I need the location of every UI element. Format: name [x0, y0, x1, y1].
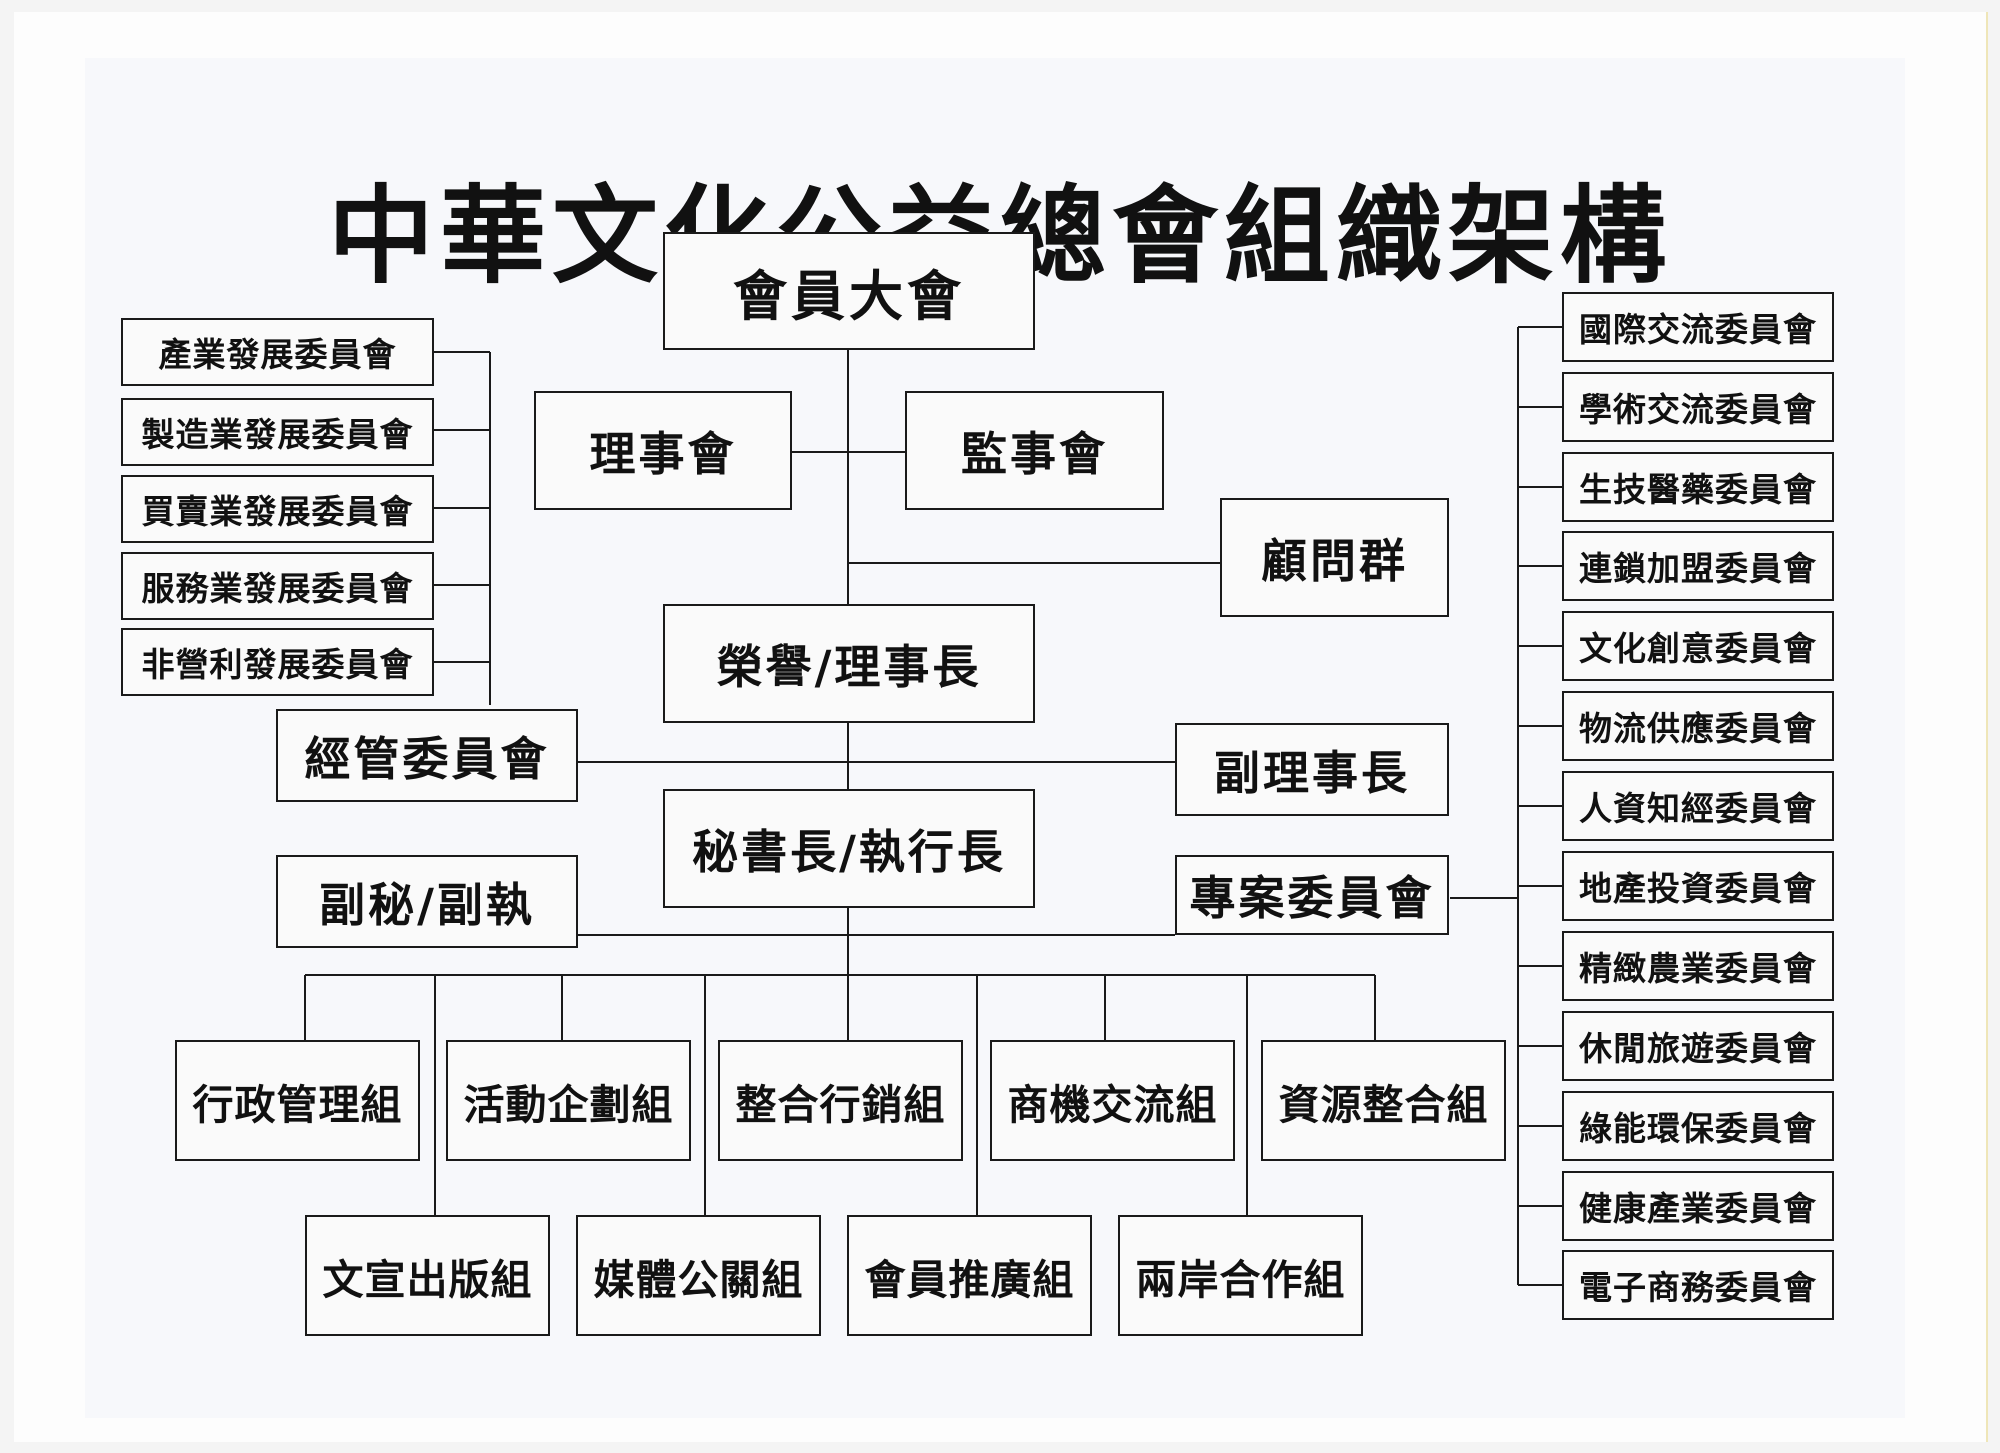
right-committee-box: 連鎖加盟委員會: [1562, 531, 1834, 601]
vice-chairman-box: 副理事長: [1175, 723, 1449, 816]
left-committee-box: 非營利發展委員會: [121, 628, 434, 696]
group-box: 行政管理組: [175, 1040, 420, 1161]
group-box: 文宣出版組: [305, 1215, 550, 1336]
right-committee-box: 休閒旅遊委員會: [1562, 1011, 1834, 1081]
right-committee-box: 電子商務委員會: [1562, 1250, 1834, 1320]
left-committee-box: 製造業發展委員會: [121, 398, 434, 466]
board-of-supervisors-box: 監事會: [905, 391, 1164, 510]
group-box: 資源整合組: [1261, 1040, 1506, 1161]
right-committee-box: 綠能環保委員會: [1562, 1091, 1834, 1161]
left-committee-box: 買賣業發展委員會: [121, 475, 434, 543]
right-committee-box: 人資知經委員會: [1562, 771, 1834, 841]
general-assembly-box: 會員大會: [663, 232, 1035, 350]
right-committee-box: 地產投資委員會: [1562, 851, 1834, 921]
group-box: 商機交流組: [990, 1040, 1235, 1161]
group-box: 媒體公關組: [576, 1215, 821, 1336]
advisors-box: 顧問群: [1220, 498, 1449, 617]
right-committee-box: 學術交流委員會: [1562, 372, 1834, 442]
group-box: 會員推廣組: [847, 1215, 1092, 1336]
right-committee-box: 生技醫藥委員會: [1562, 452, 1834, 522]
left-committee-box: 服務業發展委員會: [121, 552, 434, 620]
board-of-directors-box: 理事會: [534, 391, 792, 510]
group-box: 兩岸合作組: [1118, 1215, 1363, 1336]
management-committee-box: 經管委員會: [276, 709, 578, 802]
right-committee-box: 物流供應委員會: [1562, 691, 1834, 761]
project-committee-box: 專案委員會: [1175, 855, 1449, 935]
group-box: 整合行銷組: [718, 1040, 963, 1161]
right-committee-box: 精緻農業委員會: [1562, 931, 1834, 1001]
group-box: 活動企劃組: [446, 1040, 691, 1161]
deputy-secretary-box: 副秘/副執: [276, 855, 578, 948]
left-committee-box: 產業發展委員會: [121, 318, 434, 386]
chairman-box: 榮譽/理事長: [663, 604, 1035, 723]
secretary-general-box: 秘書長/執行長: [663, 789, 1035, 908]
right-committee-box: 國際交流委員會: [1562, 292, 1834, 362]
right-committee-box: 文化創意委員會: [1562, 611, 1834, 681]
right-committee-box: 健康產業委員會: [1562, 1171, 1834, 1241]
